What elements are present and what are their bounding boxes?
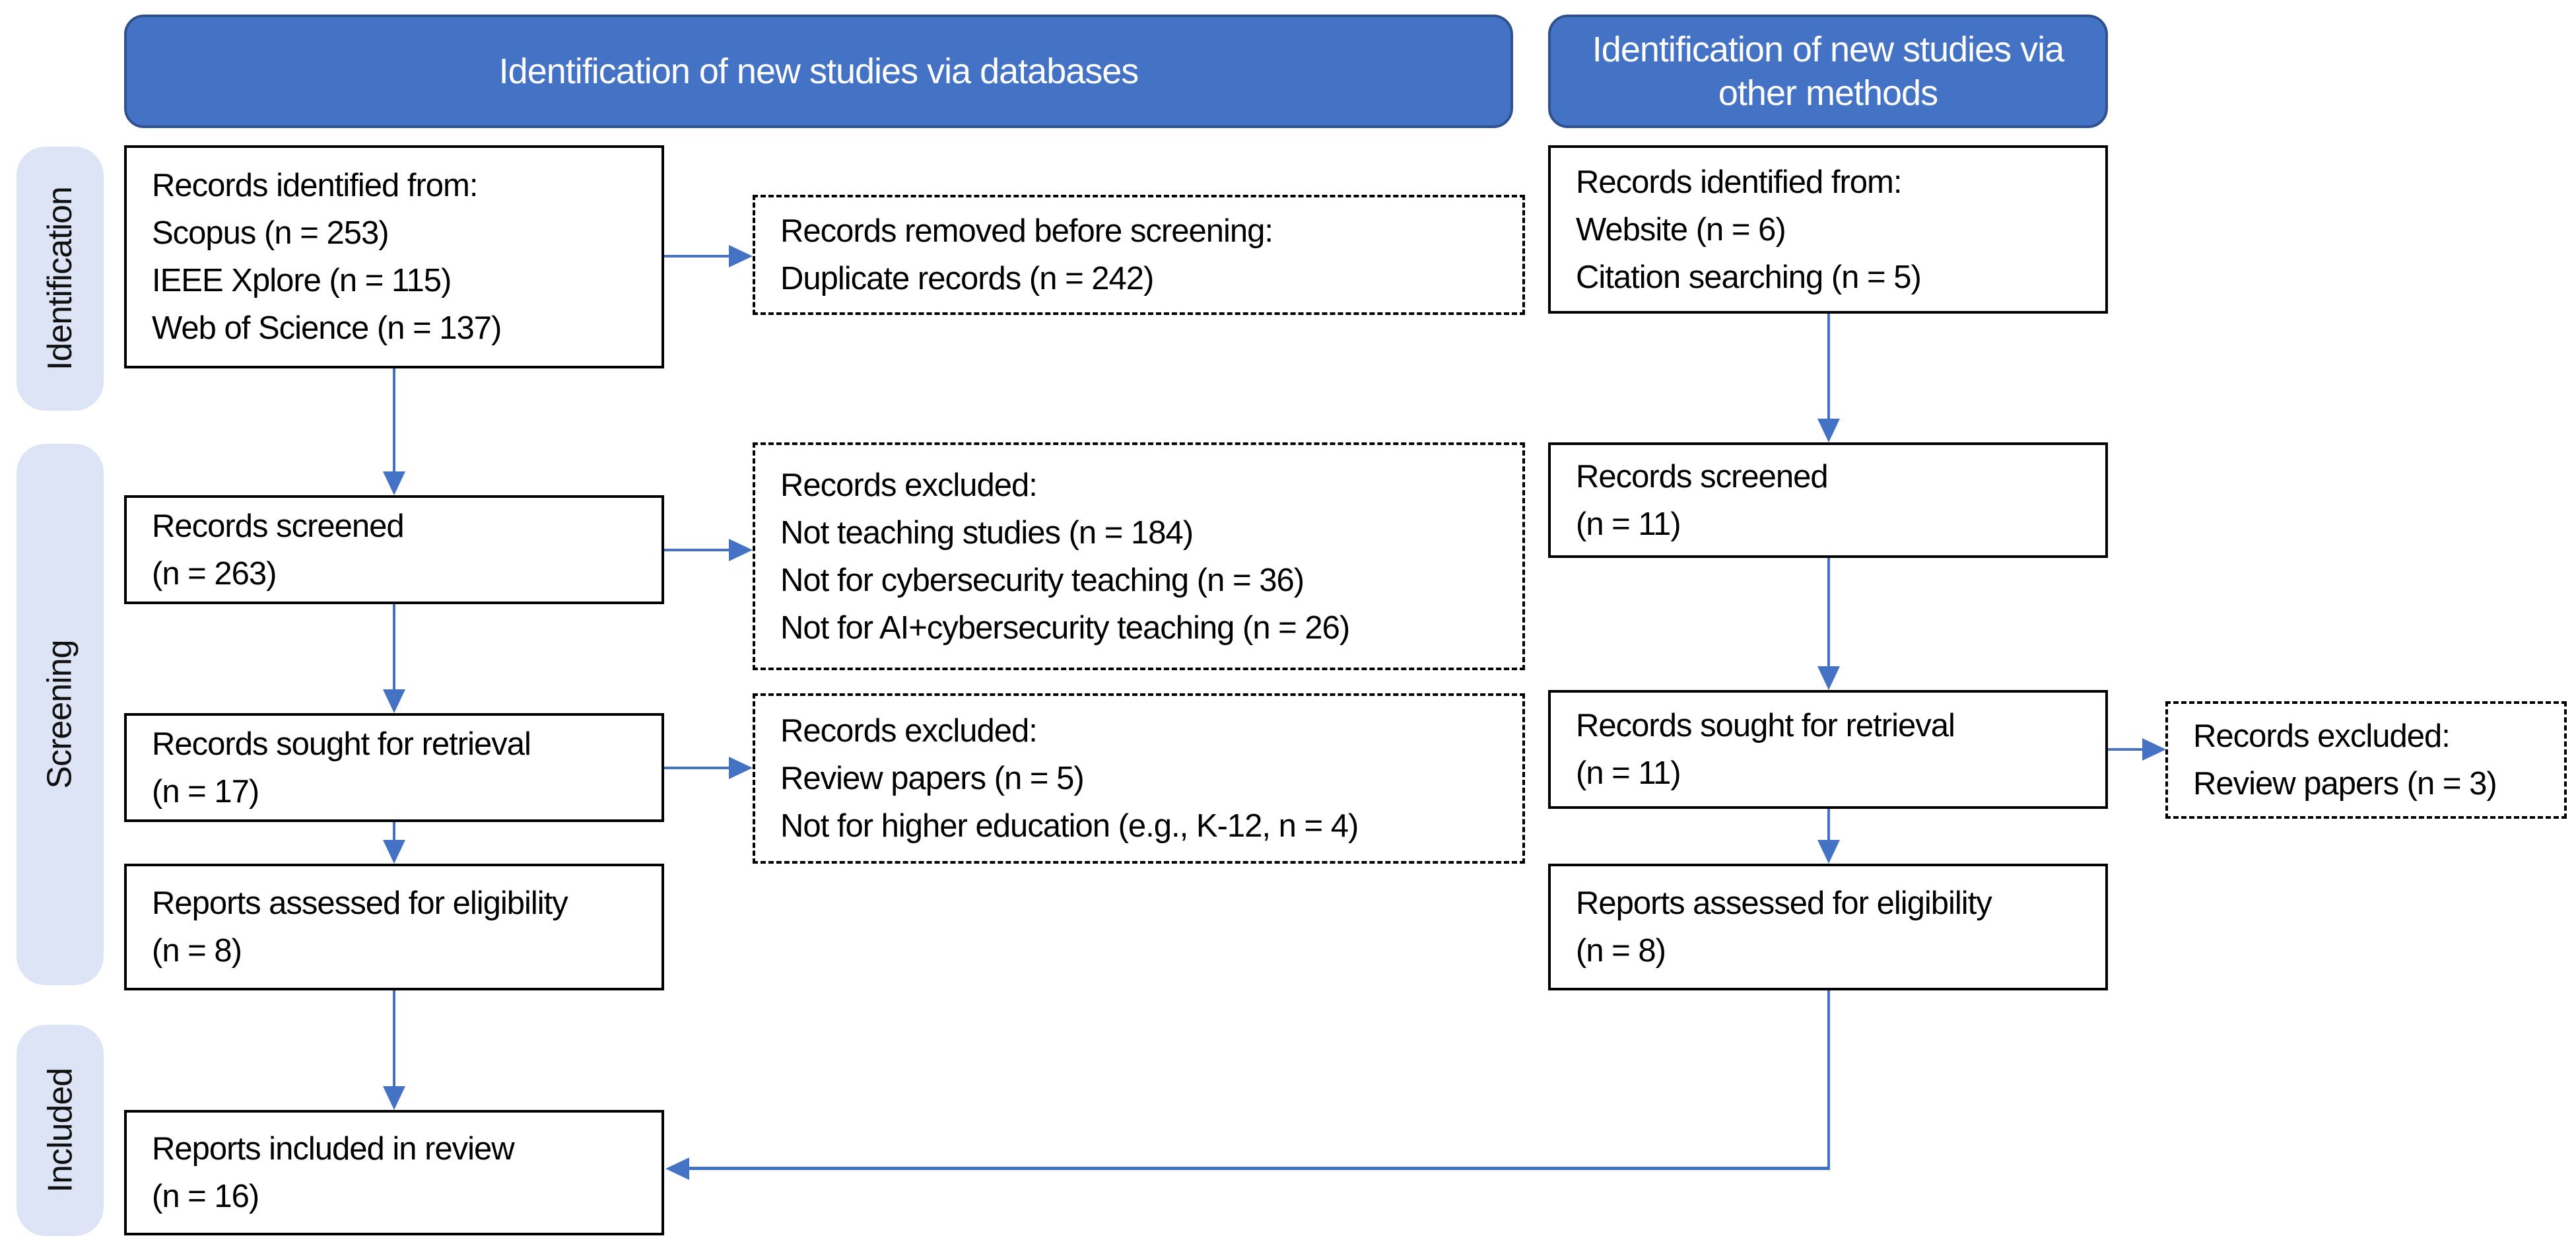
box-line: Reports assessed for eligibility [152,885,568,921]
box-line: (n = 17) [152,773,259,810]
box-records-excluded-retrieval: Records excluded: Review papers (n = 5) … [753,693,1525,864]
box-records-removed: Records removed before screening: Duplic… [753,195,1525,315]
box-line: IEEE Xplore (n = 115) [152,263,452,298]
box-line: Records screened [152,508,405,544]
box-line: Records removed before screening: [780,213,1273,249]
box-line: (n = 16) [152,1179,259,1214]
box-line: Not for higher education (e.g., K-12, n … [780,808,1359,844]
box-line: Duplicate records (n = 242) [780,261,1154,296]
box-line: Records identified from: [1576,164,1902,200]
box-line: Web of Science (n = 137) [152,310,502,346]
box-line: Records screened [1576,458,1829,495]
stage-included: Included [17,1025,104,1236]
box-records-identified-other: Records identified from: Website (n = 6)… [1548,145,2108,314]
header-databases: Identification of new studies via databa… [124,15,1513,128]
box-line: Records excluded: [780,713,1038,749]
box-records-identified-databases: Records identified from: Scopus (n = 253… [124,145,664,368]
stage-screening: Screening [17,444,104,985]
box-line: Review papers (n = 5) [780,761,1085,796]
box-records-sought-databases: Records sought for retrieval (n = 17) [124,713,664,822]
box-line: Reports included in review [152,1131,515,1167]
box-records-sought-other: Records sought for retrieval (n = 11) [1548,690,2108,809]
header-other-methods: Identification of new studies via other … [1548,15,2108,128]
box-line: (n = 11) [1576,755,1681,791]
box-line: Review papers (n = 3) [2193,766,2497,802]
stage-screening-label: Screening [41,640,79,789]
box-line: (n = 263) [152,555,277,592]
box-line: Records identified from: [152,168,478,203]
box-line: Website (n = 6) [1576,211,1786,248]
stage-included-label: Included [41,1068,80,1193]
header-other-methods-label: Identification of new studies via other … [1592,30,2064,113]
box-reports-assessed-other: Reports assessed for eligibility (n = 8) [1548,864,2108,990]
stage-identification-label: Identification [41,187,79,370]
box-line: (n = 8) [1576,933,1666,969]
box-line: Not for cybersecurity teaching (n = 36) [780,562,1305,598]
box-line: Records sought for retrieval [152,726,531,762]
box-reports-assessed-databases: Reports assessed for eligibility (n = 8) [124,864,664,990]
box-line: (n = 8) [152,933,242,969]
header-databases-label: Identification of new studies via databa… [498,52,1139,91]
stage-identification: Identification [17,147,104,411]
box-records-excluded-other: Records excluded: Review papers (n = 3) [2165,701,2567,819]
box-line: (n = 11) [1576,506,1681,542]
box-line: Not for AI+cybersecurity teaching (n = 2… [780,609,1350,646]
box-records-excluded-screening: Records excluded: Not teaching studies (… [753,442,1525,670]
box-reports-included: Reports included in review (n = 16) [124,1110,664,1235]
box-line: Citation searching (n = 5) [1576,259,1922,295]
box-line: Records excluded: [2193,718,2451,754]
box-line: Scopus (n = 253) [152,215,390,251]
box-line: Reports assessed for eligibility [1576,885,1992,921]
box-line: Records excluded: [780,467,1038,503]
box-records-screened-other: Records screened (n = 11) [1548,442,2108,558]
box-records-screened-databases: Records screened (n = 263) [124,495,664,604]
box-line: Not teaching studies (n = 184) [780,514,1194,551]
box-line: Records sought for retrieval [1576,708,1955,743]
